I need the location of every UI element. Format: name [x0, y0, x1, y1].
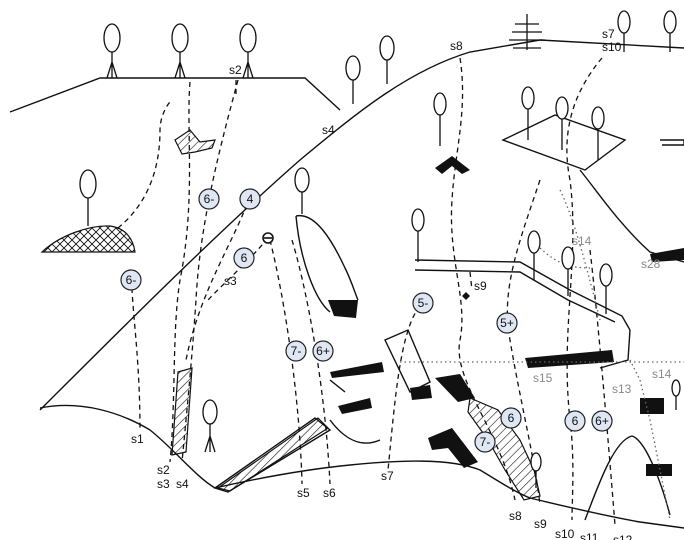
anchors — [262, 232, 470, 300]
tree-icon — [599, 263, 613, 314]
tree-icon — [202, 399, 218, 453]
route-label: s2 — [157, 463, 170, 477]
svg-text:7-: 7- — [291, 344, 302, 358]
grade-badge: 6- — [120, 269, 142, 291]
route-s7b — [469, 271, 473, 291]
belay-point-icon — [462, 292, 470, 300]
route-label: s15 — [533, 371, 553, 385]
svg-text:6+: 6+ — [595, 414, 609, 428]
route-labels: s2 s4 s3 s8 s7 s10 s9 s14 s28 s15 s14 s1… — [131, 27, 672, 540]
tree-icon — [294, 167, 310, 214]
route-s1 — [117, 99, 173, 229]
route-label: s9 — [534, 517, 547, 531]
route-label: s4 — [176, 477, 189, 491]
tree-icon — [555, 96, 569, 150]
grade-badge: 5+ — [496, 312, 518, 334]
route-label: s7 — [381, 469, 394, 483]
tree-icon — [171, 23, 189, 79]
route-label: s1 — [131, 432, 144, 446]
tree-icon — [671, 379, 681, 410]
route-s9 — [506, 179, 541, 506]
grade-badge: 6+ — [312, 340, 334, 362]
tree-icon — [239, 23, 257, 79]
tree-icon — [527, 230, 541, 280]
svg-text:7-: 7- — [480, 435, 491, 449]
tree-icon — [561, 246, 575, 296]
route-label: s10 — [602, 40, 622, 54]
tree-icon — [411, 208, 425, 262]
route-label: s12 — [613, 533, 633, 540]
tree-icon — [521, 86, 535, 140]
tree-icon — [103, 23, 121, 79]
grade-badge: 4 — [239, 188, 261, 210]
route-label: s7 — [602, 27, 615, 41]
route-label: s14 — [572, 234, 592, 248]
tree-icon — [79, 169, 97, 226]
climbing-routes — [117, 57, 616, 526]
route-s4 — [185, 195, 251, 361]
grade-badge: 6+ — [591, 410, 613, 432]
tree-icon — [433, 92, 447, 146]
grade-badge: 6- — [198, 188, 220, 210]
route-s10 — [566, 57, 603, 521]
route-s1-lower — [131, 269, 141, 431]
svg-text:6: 6 — [508, 411, 515, 425]
grade-badge: 6 — [564, 410, 586, 432]
route-label: s11 — [580, 531, 599, 540]
trees — [79, 10, 681, 488]
route-label: s28 — [641, 257, 661, 271]
route-label: s3 — [224, 274, 237, 288]
route-s3 — [181, 79, 239, 463]
grade-badges: 6- 6- 4 6 7- 6+ 5- 5+ 6 7- 6 6+ — [120, 188, 613, 453]
tree-icon — [345, 55, 361, 104]
dotted-paths — [400, 189, 684, 521]
route-s11 — [589, 249, 616, 526]
tree-icon — [379, 35, 395, 84]
route-s2 — [169, 81, 191, 463]
grade-badge: 6 — [500, 407, 522, 429]
svg-text:6+: 6+ — [316, 344, 330, 358]
tree-icon — [663, 10, 677, 52]
grade-badge: 7- — [474, 431, 496, 453]
tree-icon — [617, 10, 631, 52]
route-label: s8 — [509, 509, 522, 523]
route-label: s9 — [474, 279, 487, 293]
grade-badge: 7- — [285, 340, 307, 362]
svg-text:6-: 6- — [126, 273, 137, 287]
svg-text:5-: 5- — [418, 296, 429, 310]
route-label: s13 — [612, 382, 632, 396]
tree-icon — [591, 106, 605, 160]
tree-icon — [530, 452, 542, 488]
route-s8 — [450, 57, 516, 501]
svg-text:6-: 6- — [204, 192, 215, 206]
route-label: s6 — [323, 486, 336, 500]
svg-text:6: 6 — [241, 251, 248, 265]
route-label: s10 — [555, 527, 575, 540]
svg-text:6: 6 — [572, 414, 579, 428]
route-label: s5 — [297, 486, 310, 500]
route-s7 — [387, 305, 421, 471]
route-label: s2 — [229, 63, 242, 77]
svg-text:4: 4 — [247, 192, 254, 206]
svg-text:5+: 5+ — [500, 316, 514, 330]
route-label: s3 — [157, 477, 170, 491]
route-label: s14 — [652, 367, 672, 381]
grade-badge: 5- — [412, 292, 434, 314]
terrain-lines — [9, 39, 684, 529]
grade-badge: 6 — [233, 247, 255, 269]
route-label: s8 — [450, 39, 463, 53]
bolt-anchor-icon — [262, 232, 274, 244]
route-label: s4 — [322, 123, 335, 137]
route-s3b — [207, 237, 269, 301]
conifer-tree-icon — [509, 14, 545, 50]
